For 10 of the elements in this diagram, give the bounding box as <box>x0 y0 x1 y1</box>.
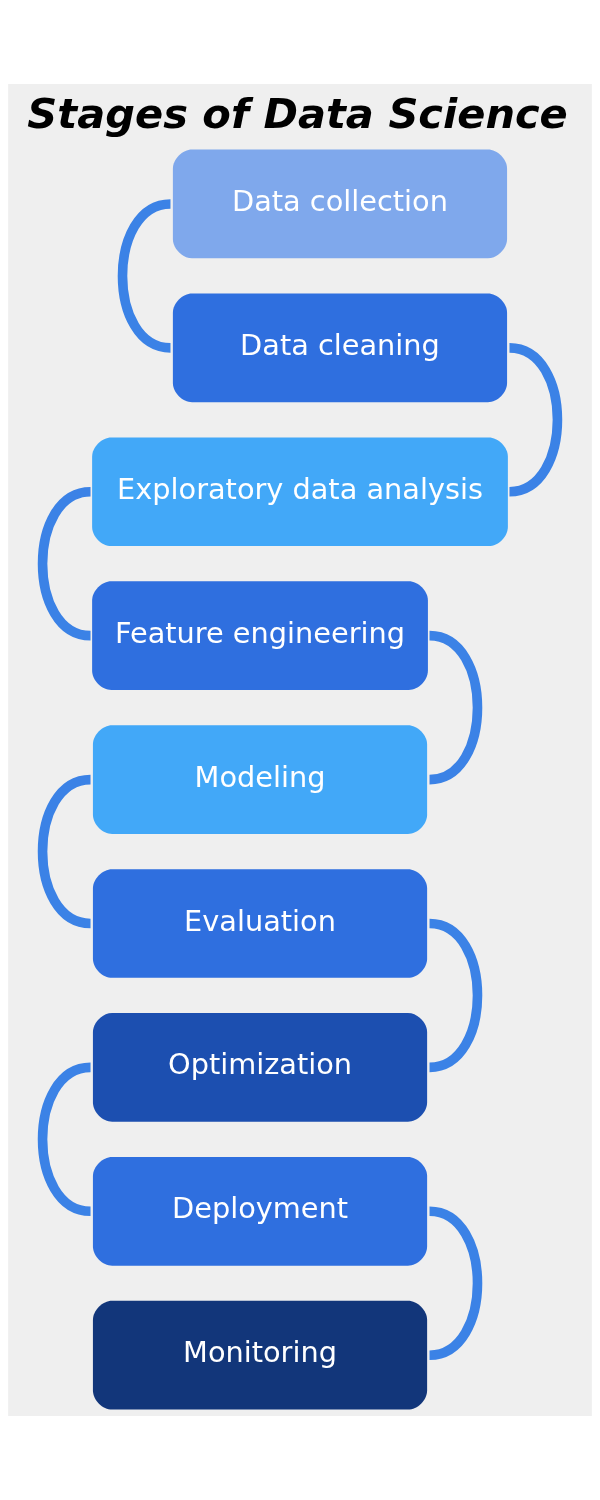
node-box: Optimization <box>92 1013 428 1122</box>
diagram-title: Stages of Data Science <box>27 89 568 139</box>
node-box: Data cleaning <box>172 293 508 403</box>
node-box: Modeling <box>92 725 428 834</box>
node-box: Deployment <box>92 1156 428 1266</box>
node-box: Monitoring <box>92 1300 428 1410</box>
node-box: Exploratory data analysis <box>92 437 508 547</box>
node-box: Data collection <box>172 149 508 259</box>
node-box: Feature engineering <box>92 581 428 691</box>
node-box: Evaluation <box>92 869 428 978</box>
